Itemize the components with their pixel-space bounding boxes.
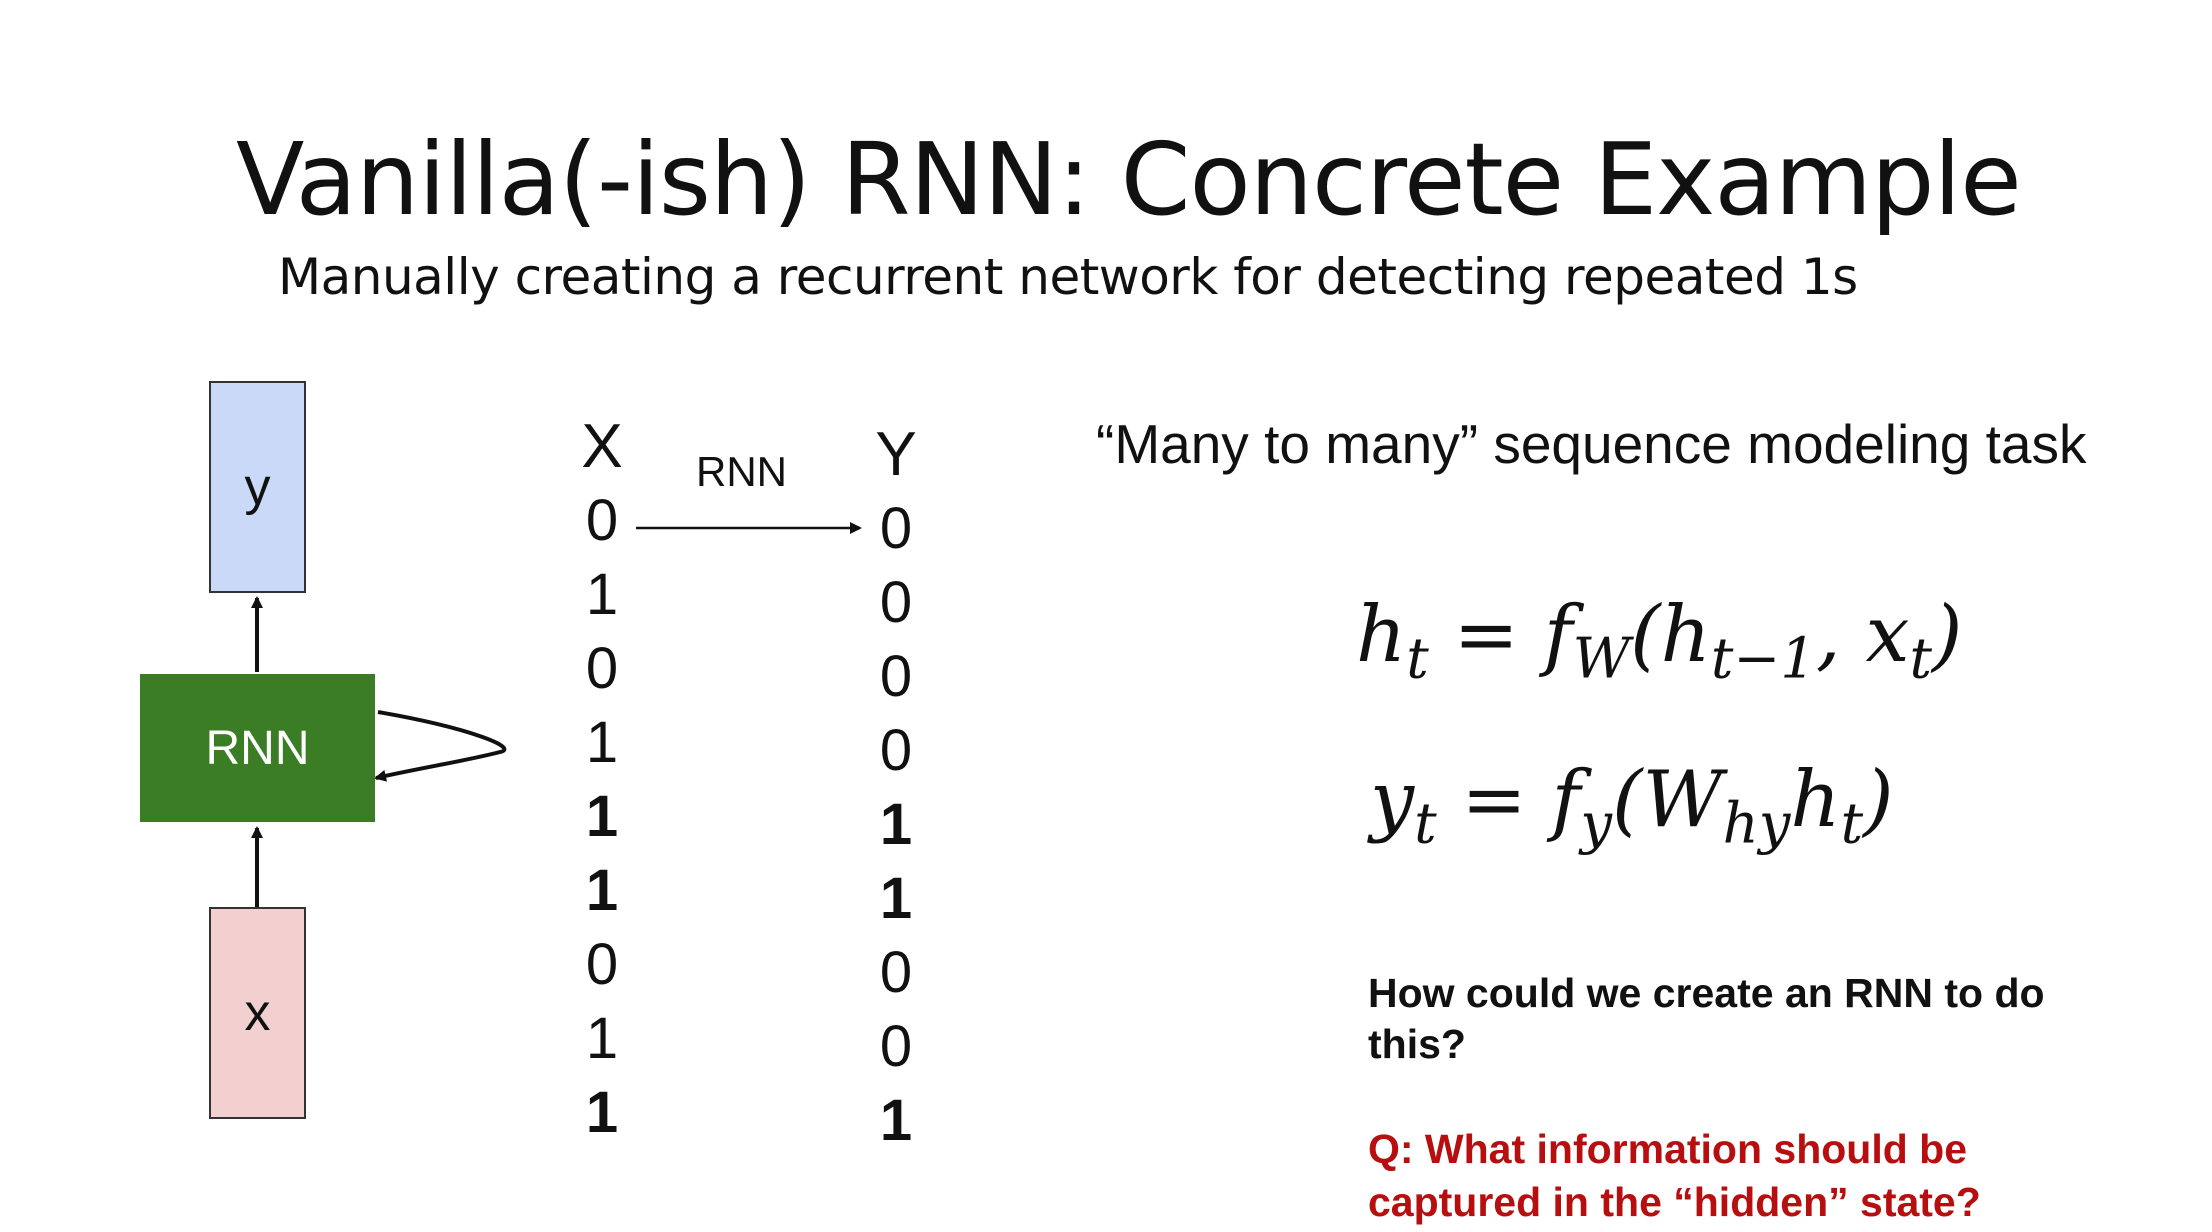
y-value: 0 — [879, 496, 913, 561]
question-text: How could we create an RNN to do this? — [1368, 970, 2045, 1067]
rnn-box: RNN — [140, 674, 375, 822]
x-value: 1 — [585, 710, 619, 775]
x-value: 1 — [585, 784, 619, 849]
output-box: y — [209, 381, 306, 593]
x-value: 0 — [585, 932, 619, 997]
input-label: x — [244, 984, 271, 1042]
y-value: 0 — [879, 1014, 913, 1079]
y-header: Y — [875, 420, 917, 489]
slide-subtitle: Manually creating a recurrent network fo… — [278, 248, 1858, 306]
slide-title: Vanilla(-ish) RNN: Concrete Example — [236, 121, 2022, 238]
y-value: 1 — [879, 792, 913, 857]
y-value: 0 — [879, 718, 913, 783]
y-value: 0 — [879, 940, 913, 1005]
x-value: 0 — [585, 636, 619, 701]
arrow-label: RNN — [696, 448, 787, 495]
output-label: y — [244, 458, 271, 516]
hidden-state-question: Q: What information should be captured i… — [1368, 1126, 1981, 1225]
x-value: 1 — [585, 562, 619, 627]
input-box: x — [209, 907, 306, 1119]
y-value: 0 — [879, 644, 913, 709]
output-equation: yt = fy(Whyht) — [1370, 755, 1894, 857]
hidden-state-equation: ht = fW(ht−1, xt) — [1356, 590, 1963, 692]
y-column: Y 0 0 0 0 1 1 0 0 1 — [866, 418, 926, 1158]
recurrent-loop-arrow — [374, 710, 507, 782]
x-header: X — [581, 412, 623, 481]
x-value: 1 — [585, 858, 619, 923]
y-value: 0 — [879, 570, 913, 635]
x-column: X 0 1 0 1 1 1 0 1 1 — [572, 410, 632, 1150]
x-value: 0 — [585, 488, 619, 553]
rnn-label: RNN — [205, 721, 310, 775]
y-value: 1 — [879, 1088, 913, 1153]
x-value: 1 — [585, 1080, 619, 1145]
task-description: “Many to many” sequence modeling task — [1096, 413, 2087, 475]
y-value: 1 — [879, 866, 913, 931]
x-value: 1 — [585, 1006, 619, 1071]
